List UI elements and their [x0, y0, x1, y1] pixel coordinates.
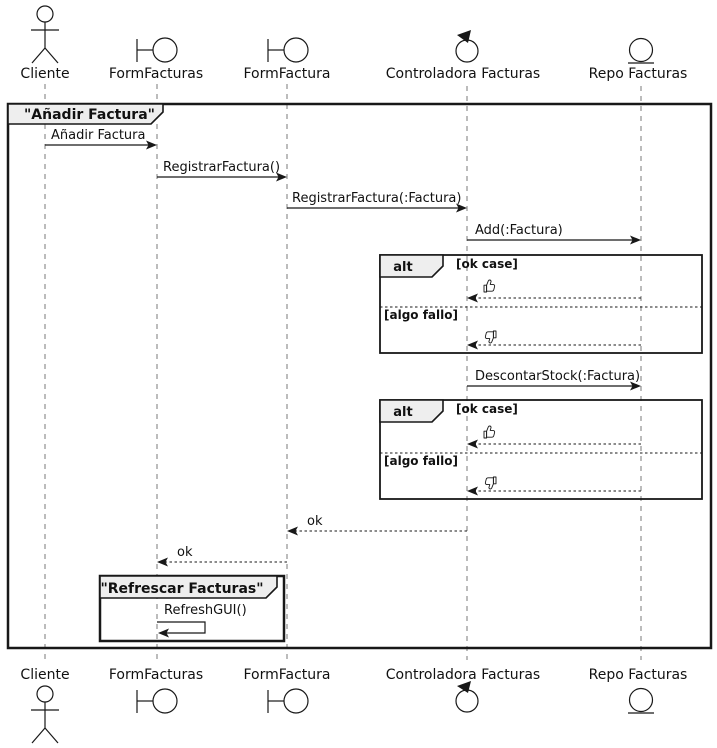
participant-label-controladora-bottom: Controladora Facturas	[386, 667, 540, 683]
alt-frame-tab	[379, 254, 444, 278]
participant-label-cliente-top: Cliente	[20, 66, 69, 82]
reply-ok-to-formfactura: ok	[287, 514, 467, 536]
alt-frame-border	[379, 399, 703, 500]
message-label: ok	[307, 514, 323, 529]
alt-operator-label: alt	[393, 260, 412, 275]
message-label: RegistrarFactura(:Factura)	[292, 191, 461, 206]
alt-operator-label: alt	[393, 405, 412, 420]
thumbs-down-icon	[484, 330, 497, 344]
participant-label-formfacturas-bottom: FormFacturas	[109, 667, 203, 683]
thumbs-up-icon	[483, 279, 496, 293]
arrowhead-icon	[287, 526, 298, 536]
entity-icon-repo-top	[628, 37, 654, 64]
arrowhead-icon	[630, 381, 641, 391]
return-message-ok-1	[467, 293, 641, 303]
return-message-ok-2	[467, 439, 641, 449]
alt-frame-2: alt [ok case] [algo fallo]	[379, 399, 703, 500]
message-label: RegistrarFactura()	[163, 160, 280, 175]
message-refresh-gui: RefreshGUI()	[157, 603, 247, 638]
message-descontar-stock: DescontarStock(:Factura)	[467, 369, 641, 391]
arrowhead-icon	[467, 293, 478, 303]
boundary-icon-formfactura-top	[267, 37, 309, 63]
message-label: Add(:Factura)	[475, 223, 563, 238]
control-icon-controladora-bottom	[455, 681, 479, 713]
arrowhead-icon	[467, 340, 478, 350]
boundary-icon-formfactura-bottom	[267, 688, 309, 714]
message-label: ok	[177, 545, 193, 560]
participant-label-controladora-top: Controladora Facturas	[386, 66, 540, 82]
arrowhead-icon	[467, 439, 478, 449]
group-frame-refrescar: "Refrescar Facturas" RefreshGUI()	[98, 574, 286, 643]
actor-icon-cliente-top	[31, 5, 59, 64]
message-registrar-factura-arg: RegistrarFactura(:Factura)	[287, 191, 467, 213]
message-label: Añadir Factura	[51, 128, 146, 143]
participant-label-repo-bottom: Repo Facturas	[589, 667, 688, 683]
guard-ok-label: [ok case]	[456, 402, 518, 416]
guard-fail-label: [algo fallo]	[384, 308, 458, 322]
message-label: RefreshGUI()	[164, 603, 247, 618]
message-add-factura: Add(:Factura)	[467, 223, 641, 245]
actor-icon-cliente-bottom	[31, 685, 59, 744]
thumbs-down-icon	[484, 476, 497, 490]
arrowhead-icon	[456, 203, 467, 213]
return-message-fail-2	[467, 486, 641, 496]
alt-frame-border	[379, 254, 703, 354]
arrowhead-icon	[158, 628, 169, 638]
arrowhead-icon	[146, 140, 157, 150]
group-frame-title: "Refrescar Facturas"	[100, 581, 263, 597]
arrowhead-icon	[467, 486, 478, 496]
main-frame	[6, 102, 713, 650]
control-icon-controladora-top	[455, 30, 479, 63]
arrowhead-icon	[276, 172, 287, 182]
alt-frame-tab	[379, 399, 444, 423]
participant-label-formfacturas-top: FormFacturas	[109, 66, 203, 82]
boundary-icon-formfacturas-bottom	[136, 688, 178, 714]
participant-label-formfactura-top: FormFactura	[243, 66, 330, 82]
boundary-icon-formfacturas-top	[136, 37, 178, 63]
return-message-fail-1	[467, 340, 641, 350]
guard-ok-label: [ok case]	[456, 257, 518, 271]
message-anadir-factura: Añadir Factura	[45, 128, 157, 150]
message-registrar-factura: RegistrarFactura()	[157, 160, 287, 182]
thumbs-up-icon	[483, 425, 496, 439]
self-call-line	[157, 621, 206, 634]
participant-label-cliente-bottom: Cliente	[20, 667, 69, 683]
entity-icon-repo-bottom	[628, 687, 654, 714]
message-label: DescontarStock(:Factura)	[475, 369, 640, 384]
participant-label-repo-top: Repo Facturas	[589, 66, 688, 82]
group-frame-tab	[99, 575, 278, 599]
alt-frame-1: alt [ok case] [algo fallo]	[379, 254, 703, 354]
main-frame-title: "Añadir Factura"	[24, 107, 155, 123]
participant-label-formfactura-bottom: FormFactura	[243, 667, 330, 683]
arrowhead-icon	[630, 235, 641, 245]
reply-ok-to-formfacturas: ok	[157, 545, 287, 567]
arrowhead-icon	[157, 557, 168, 567]
main-frame-tab	[7, 103, 164, 125]
guard-fail-label: [algo fallo]	[384, 454, 458, 468]
